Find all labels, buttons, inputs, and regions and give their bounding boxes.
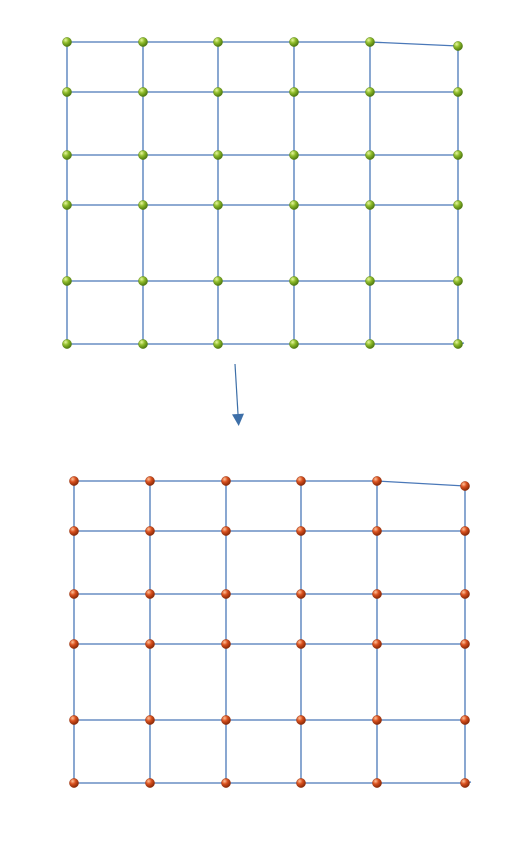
bottom-grid-node [372,715,382,725]
bottom-grid-node [372,589,382,599]
top-grid-node [62,200,72,210]
bottom-grid-node [296,476,306,486]
bottom-grid-lattice [69,476,472,788]
bottom-grid-node [145,526,155,536]
top-grid-node [213,339,223,349]
top-grid-node [213,150,223,160]
top-grid-node [365,339,375,349]
bottom-grid-nodes [69,476,470,788]
top-grid-node [62,87,72,97]
bottom-grid-node [69,526,79,536]
bottom-grid-node [296,715,306,725]
top-grid-node [289,200,299,210]
bottom-grid-node [460,715,470,725]
bottom-grid-node [372,476,382,486]
top-grid-node [453,339,463,349]
top-grid-node [213,200,223,210]
top-grid-node [365,150,375,160]
top-grid-node [213,87,223,97]
bottom-grid-node [221,526,231,536]
top-grid-node [138,339,148,349]
bottom-grid-node [221,639,231,649]
bottom-grid-node [460,639,470,649]
bottom-grid-node [460,778,470,788]
top-grid-nodes [62,37,463,349]
top-grid-node [62,37,72,47]
top-grid-node [289,37,299,47]
top-grid-node [62,150,72,160]
arrow-head [232,413,244,426]
top-grid-node [453,200,463,210]
bottom-grid-row-line [74,480,466,487]
bottom-grid-node [296,639,306,649]
top-grid-node [453,150,463,160]
top-grid-node [365,37,375,47]
bottom-grid-node [145,715,155,725]
bottom-grid-node [221,476,231,486]
arrow-shaft [234,363,239,415]
bottom-grid-lines [73,480,472,784]
down-arrow [232,363,244,426]
top-grid-node [453,276,463,286]
bottom-grid-node [372,778,382,788]
bottom-grid-node [460,589,470,599]
bottom-grid-node [69,778,79,788]
top-grid-node [213,37,223,47]
bottom-grid-node [296,778,306,788]
bottom-grid-node [69,639,79,649]
bottom-grid-node [145,639,155,649]
top-grid-node [62,339,72,349]
bottom-grid-node [460,481,470,491]
top-grid-node [365,87,375,97]
top-grid-node [289,276,299,286]
top-grid-node [138,200,148,210]
top-grid-node [365,200,375,210]
bottom-grid-node [296,526,306,536]
top-grid-node [365,276,375,286]
top-grid-row-line [67,41,459,47]
top-grid-node [138,87,148,97]
top-grid-node [453,87,463,97]
bottom-grid-node [145,589,155,599]
bottom-grid-node [69,715,79,725]
bottom-grid-node [69,589,79,599]
top-grid-node [289,87,299,97]
top-grid-node [62,276,72,286]
top-grid-node [138,150,148,160]
bottom-grid-node [145,476,155,486]
top-grid-lattice [62,37,465,349]
bottom-grid-node [460,526,470,536]
bottom-grid-node [145,778,155,788]
top-grid-node [453,41,463,51]
bottom-grid-node [221,715,231,725]
top-grid-node [138,276,148,286]
top-grid-lines [66,41,465,345]
top-grid-node [213,276,223,286]
bottom-grid-node [372,639,382,649]
top-grid-node [138,37,148,47]
bottom-grid-node [296,589,306,599]
bottom-grid-node [372,526,382,536]
top-grid-node [289,150,299,160]
bottom-grid-node [221,778,231,788]
bottom-grid-node [221,589,231,599]
bottom-grid-node [69,476,79,486]
top-grid-node [289,339,299,349]
